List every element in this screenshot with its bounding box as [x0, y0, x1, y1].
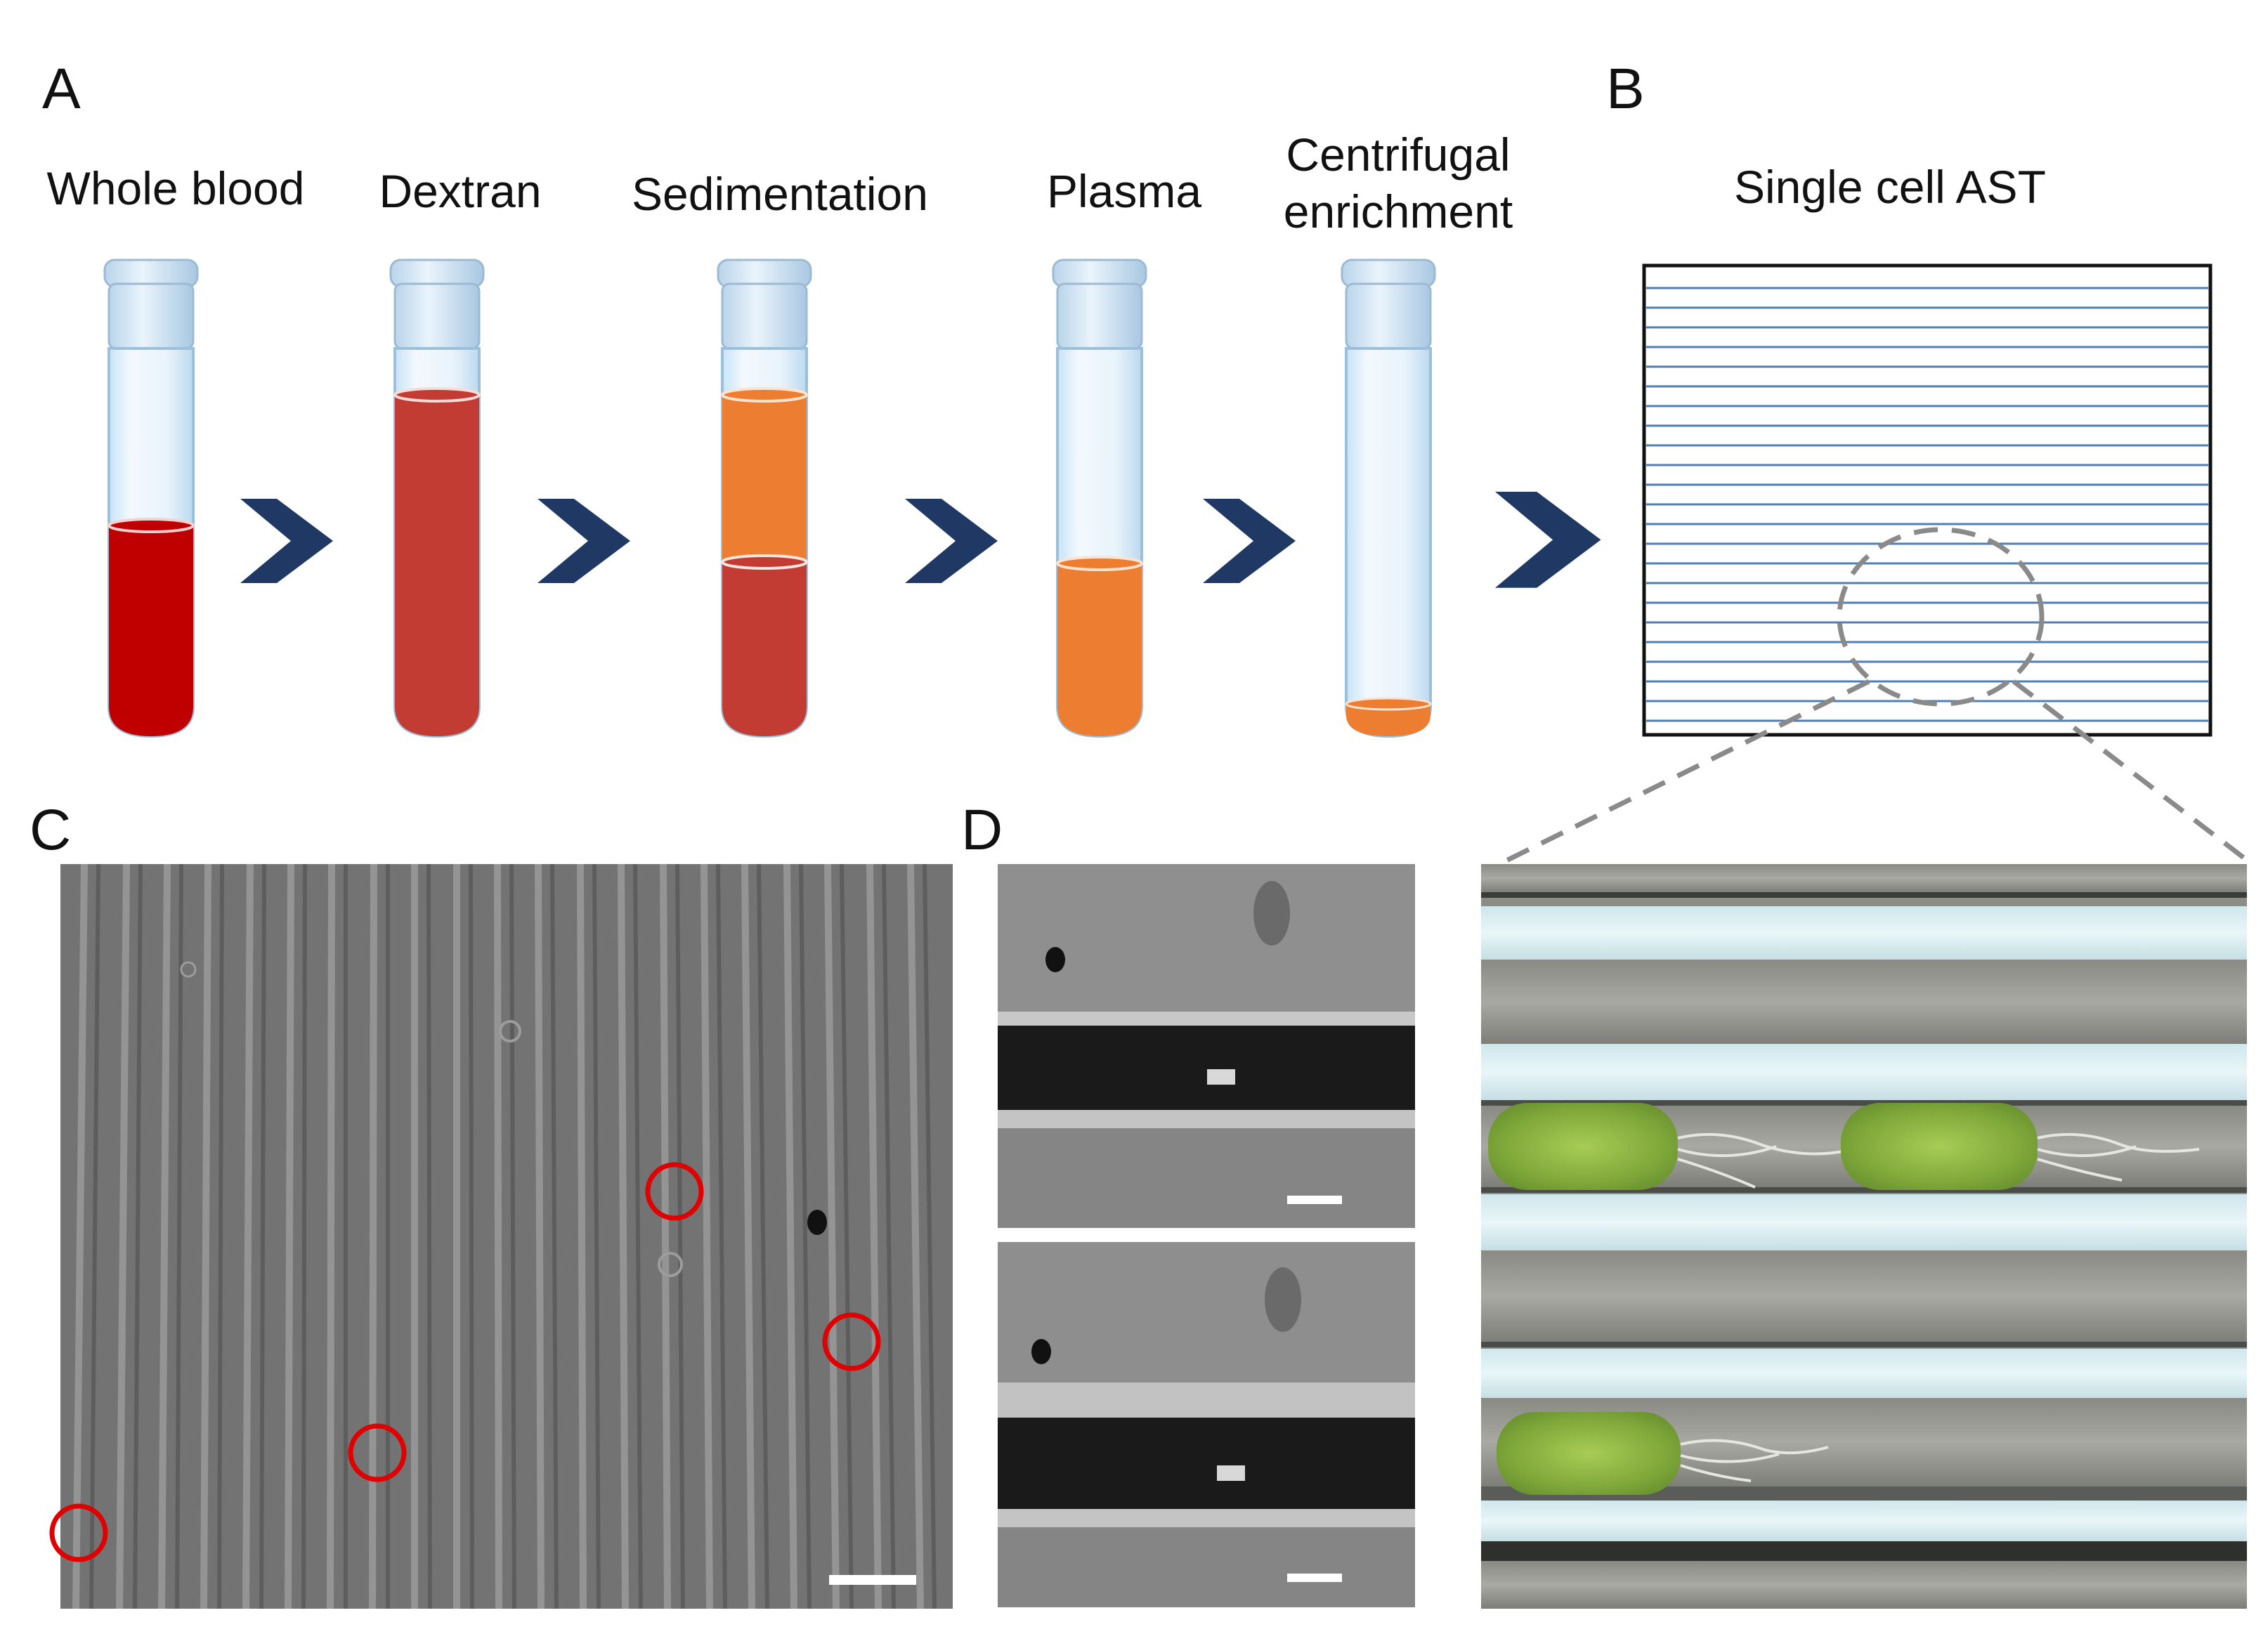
bacterium: [1841, 1103, 2200, 1190]
chevron-right-icon: [905, 499, 998, 583]
step-label-whole-blood: Whole blood: [46, 162, 305, 214]
chevron-right-icon: [240, 499, 333, 583]
magnifier-circle: [1837, 527, 2045, 707]
panel-letter-d: D: [961, 798, 1003, 862]
micrograph-channels-c: [49, 863, 953, 1609]
micrograph-d-bottom: [998, 1242, 1415, 1607]
scale-bar: [1287, 1196, 1342, 1204]
panel-b-title: Single cell AST: [1734, 161, 2046, 213]
panel-letter-b: B: [1606, 57, 1645, 121]
micrograph-d-top: [998, 864, 1415, 1228]
scale-bar: [1287, 1574, 1342, 1582]
chevron-right-icon: [1203, 499, 1296, 583]
step-label-dextran: Dextran: [379, 165, 542, 217]
test-tube-whole-blood: [103, 259, 199, 738]
panel-letter-a: A: [42, 57, 81, 121]
marker-circle: [822, 1312, 881, 1371]
chevron-right-icon: [537, 499, 630, 583]
step-label-sedimentation: Sedimentation: [632, 168, 928, 220]
microchannel-chip: [1504, 263, 2250, 864]
scale-bar: [829, 1575, 916, 1585]
step-label-centrifugal-enrichment: Centrifugal enrichment: [1283, 129, 1513, 237]
test-tube-plasma: [1052, 259, 1147, 738]
chevron-right-icon: [1495, 492, 1601, 588]
bacterium: [1488, 1103, 1847, 1190]
marker-circle: [645, 1162, 704, 1221]
panel-letter-c: C: [30, 798, 72, 862]
step-label-plasma: Plasma: [1046, 165, 1202, 217]
marker-circle: [348, 1423, 407, 1482]
bacterium: [1497, 1412, 1829, 1495]
channel-rendering-zoom: [1481, 864, 2247, 1609]
marker-circle: [49, 1503, 108, 1562]
test-tube-centrifugal-enrichment: [1341, 259, 1436, 738]
test-tube-dextran: [389, 259, 485, 738]
test-tube-sedimentation: [717, 259, 812, 738]
